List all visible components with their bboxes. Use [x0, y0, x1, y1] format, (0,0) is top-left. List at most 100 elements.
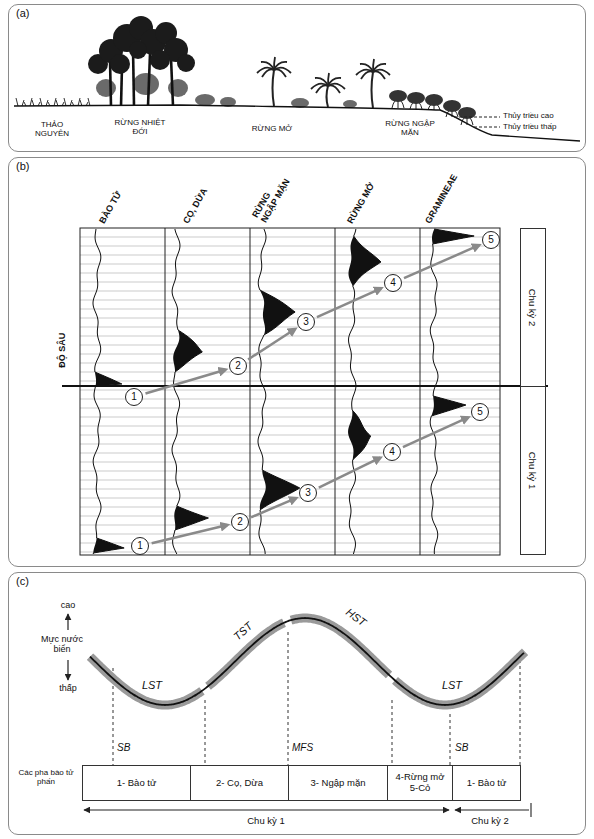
palm-trees [316, 85, 328, 93]
depth-grid [80, 525, 500, 526]
axis-label: Mực nước biển [33, 634, 91, 655]
depth-grid [80, 363, 500, 364]
depth-grid [80, 498, 500, 499]
callout-number: 3 [297, 313, 315, 331]
phase-dividers [288, 632, 289, 765]
sea-level-curve [90, 618, 524, 705]
panel-frame: (c) 1- Bào tử 2- Cọ, Dừa 3- Ngập mặn 4-Rừng … [8, 572, 586, 835]
callout-number-text: 3 [303, 317, 309, 327]
pollen-curves [348, 410, 371, 460]
rainforest-canopy [110, 54, 130, 74]
succession-arrow [152, 525, 228, 543]
palm-trees [328, 73, 329, 86]
callout-number: 5 [482, 231, 500, 249]
axis-label: ĐỘ SÂU [57, 320, 67, 380]
palm-trees [262, 69, 274, 77]
rainforest-canopy [129, 41, 147, 59]
sea-level-curve [291, 618, 389, 675]
zone-label: RỪNG NGẬP MẶN [379, 119, 441, 137]
depth-grid [80, 255, 500, 256]
callout-number: 2 [229, 357, 247, 375]
succession-arrow [146, 370, 226, 394]
cycle-name: Chu kỳ 2 [528, 289, 539, 327]
succession-arrow [319, 458, 381, 488]
phase-name: 4-Rừng mở 5-Cỏ [391, 772, 449, 794]
callout-number-text: 4 [390, 278, 396, 288]
grass [30, 98, 32, 106]
zone-label: RỪNG MỞ [232, 124, 312, 133]
cycle-box: Chu kỳ 1 [520, 386, 546, 555]
mangrove-trees [407, 92, 425, 104]
understory [195, 94, 215, 106]
depth-grid [80, 291, 500, 292]
sea-level-curve [90, 618, 525, 705]
callout-number-text: 3 [305, 488, 311, 498]
depth-grid [80, 516, 500, 517]
pollen-curves [431, 396, 466, 416]
phase-dividers [520, 660, 521, 765]
depth-grid [80, 453, 500, 454]
cycle-label: Chu kỳ 1 [236, 816, 296, 827]
pollen-curves [93, 538, 124, 553]
succession-arrow [403, 417, 468, 447]
depth-grid [80, 390, 500, 391]
panel-frame: (b)1234512345Chu kỳ 2Chu kỳ 1 [8, 157, 586, 567]
callout-number-text: 5 [477, 407, 483, 417]
rainforest-canopy [88, 16, 195, 74]
phase-cell: 1- Bào tử [452, 765, 521, 801]
phase-name: 3- Ngập mặn [311, 778, 366, 789]
tract-label: TST [228, 617, 259, 646]
pollen-curves [93, 229, 124, 554]
grass [54, 98, 56, 106]
column-header: BÀO TỬ [97, 160, 141, 226]
axis-label: thấp [48, 683, 88, 693]
callout-number: 3 [299, 484, 317, 502]
depth-grid [80, 462, 500, 463]
tract-label: LST [137, 679, 167, 692]
pollen-curves [174, 506, 208, 530]
depth-grid [80, 318, 500, 319]
palm-trees [327, 86, 329, 107]
palm-trees [257, 57, 390, 108]
callout-number-text: 4 [389, 447, 395, 457]
pollen-curves [260, 290, 295, 335]
row-label: Các pha bào tử phấn [15, 768, 77, 786]
callout-number: 4 [384, 274, 402, 292]
understory [133, 73, 159, 95]
phase-dividers [205, 700, 206, 765]
understory [343, 100, 357, 108]
phase-cell: 4-Rừng mở 5-Cỏ [387, 765, 453, 801]
tide-label: Thủy triều thấp [503, 122, 583, 131]
pollen-curves [349, 229, 381, 554]
phase-name: 1- Bào tử [117, 778, 157, 789]
depth-grid [80, 444, 500, 445]
column-frame [250, 228, 251, 555]
succession-arrow [404, 245, 479, 278]
column-frame [165, 228, 166, 555]
pollen-curves [173, 330, 202, 372]
phase-name: 2- Cọ, Dừa [216, 778, 263, 789]
palm-trees [328, 85, 340, 93]
palm-trees [372, 72, 374, 108]
palm-trees [274, 57, 275, 70]
depth-grid [80, 345, 500, 346]
succession-arrow [248, 329, 295, 359]
callout-number-text: 1 [137, 541, 143, 551]
panel-letter: (c) [16, 575, 578, 587]
palm-trees [274, 69, 286, 77]
phase-dividers [392, 700, 393, 765]
depth-grid [80, 507, 500, 508]
depth-grid [80, 273, 500, 274]
callout-number-text: 1 [131, 392, 137, 402]
cycle-arrows [530, 803, 531, 817]
callout-number-text: 2 [237, 517, 243, 527]
phase-dividers [450, 714, 451, 765]
phase-cell: 1- Bào tử [82, 765, 191, 801]
column-frame [420, 228, 421, 555]
depth-grid [80, 435, 500, 436]
pollen-curves [430, 229, 474, 554]
callout-number: 4 [383, 443, 401, 461]
depth-grid [80, 354, 500, 355]
depth-grid [80, 534, 500, 535]
zone-label: THẢO NGUYÊN [23, 120, 81, 138]
